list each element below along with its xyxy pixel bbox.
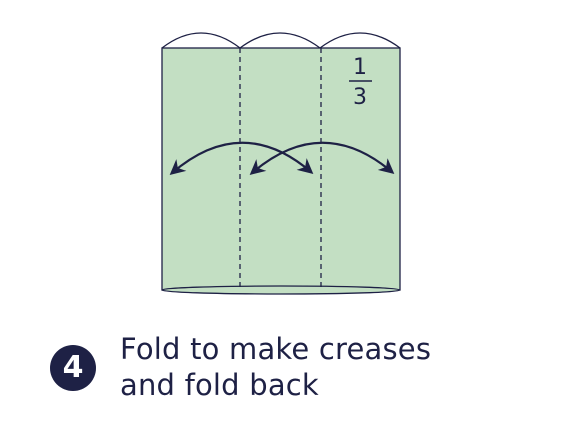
top-scallop-right — [319, 32, 401, 49]
top-scallop-middle — [239, 32, 321, 49]
top-scallop-left — [161, 32, 241, 49]
fraction-numerator: 1 — [353, 55, 367, 80]
fold-arrow-right — [249, 141, 395, 176]
step-number-badge: 4 — [50, 345, 96, 391]
paper-bottom-edge — [161, 285, 401, 295]
fraction-denominator: 3 — [353, 85, 367, 110]
instruction-text: Fold to make creases and fold back — [120, 331, 431, 403]
instruction-line-1: Fold to make creases — [120, 332, 432, 366]
instruction-line-2: and fold back — [120, 368, 319, 402]
